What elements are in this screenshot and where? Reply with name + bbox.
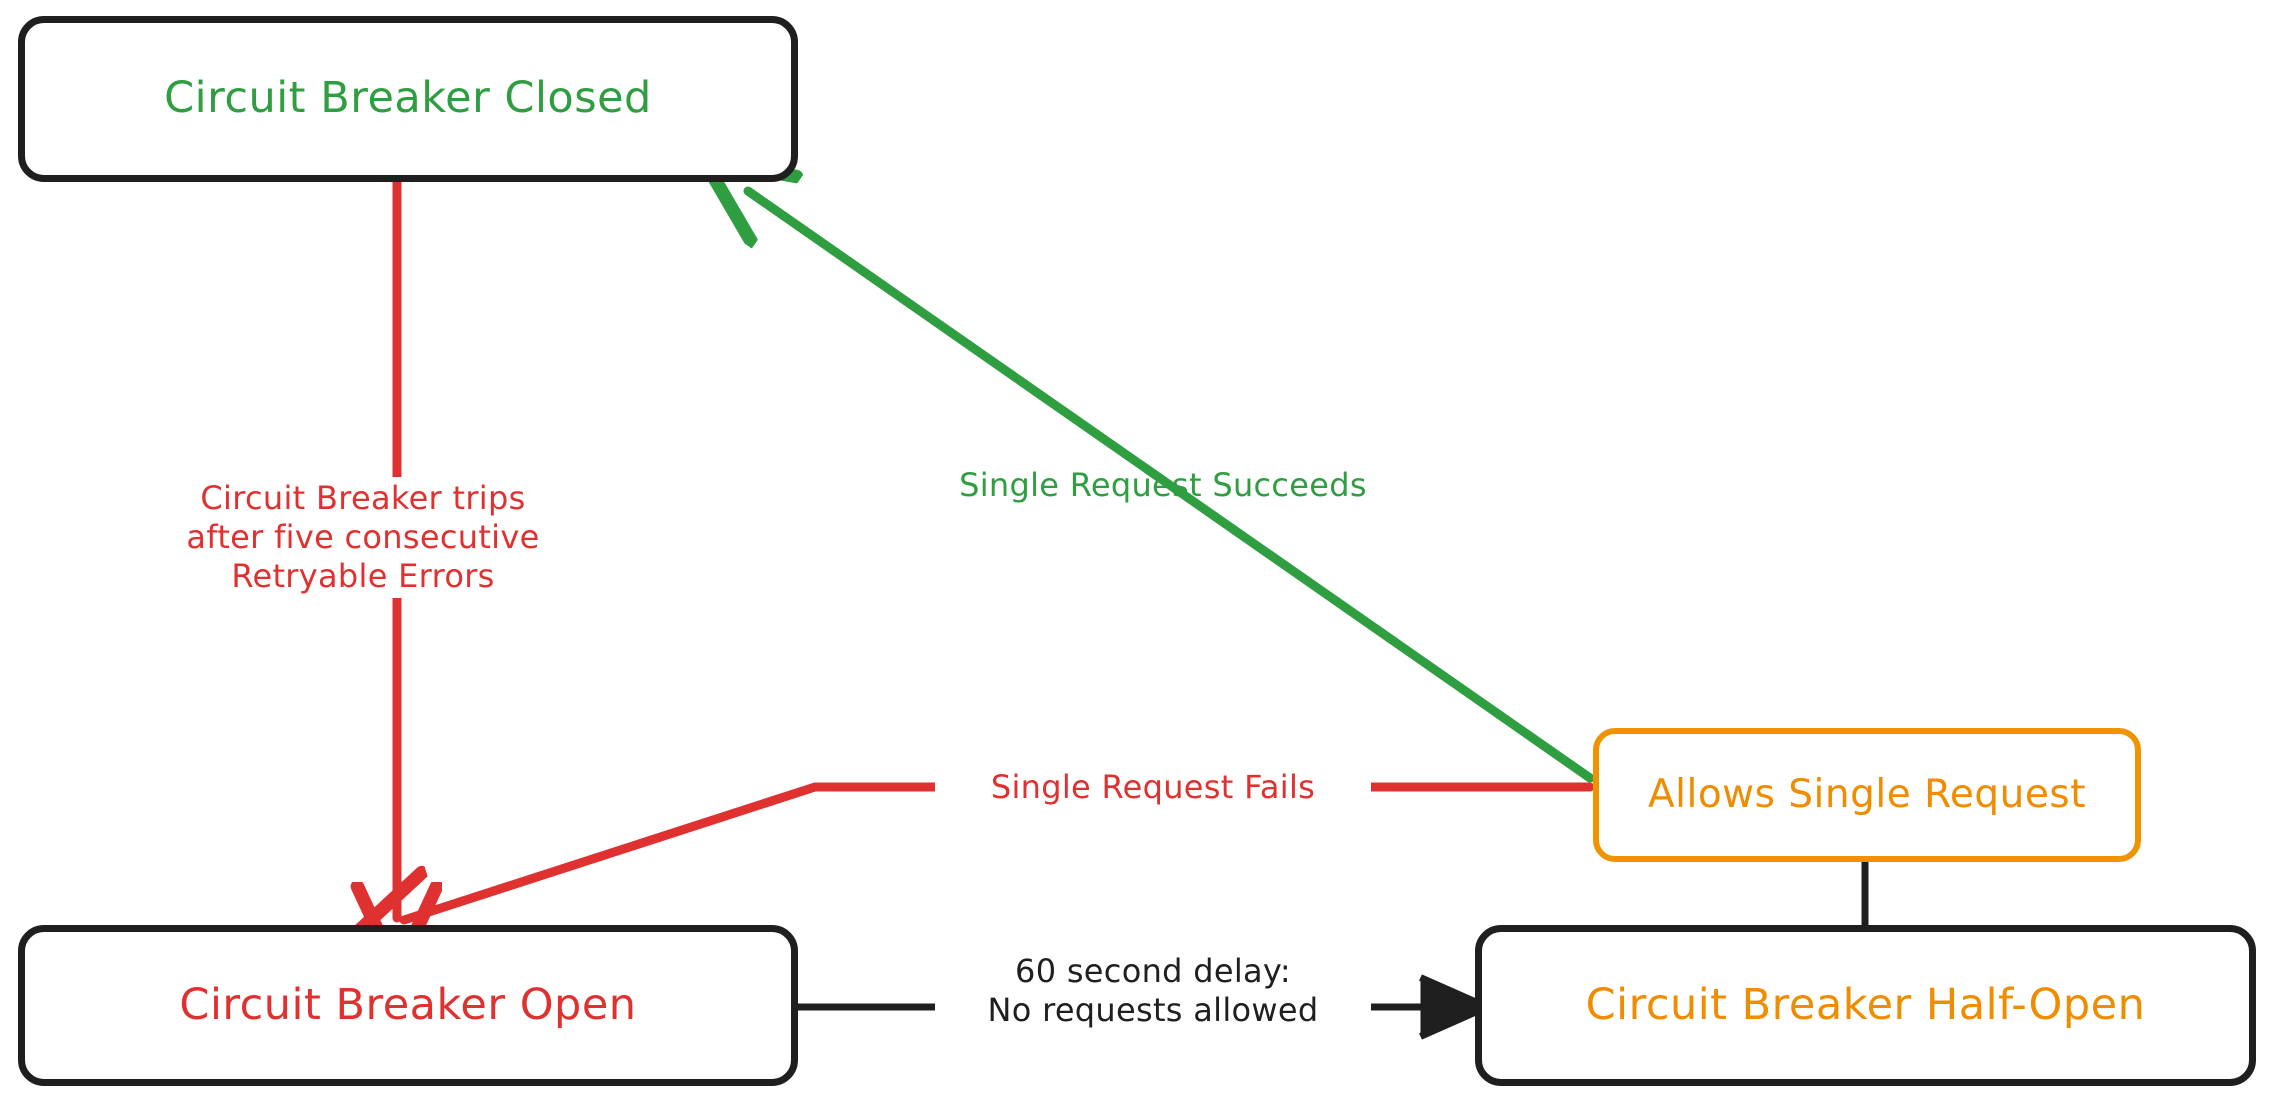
node-circuit-breaker-half-open[interactable]: Circuit Breaker Half-Open xyxy=(1475,925,2256,1086)
edge-label-allows-to-open: Single Request Fails xyxy=(935,766,1371,810)
node-label-closed: Circuit Breaker Closed xyxy=(164,73,652,124)
node-circuit-breaker-closed[interactable]: Circuit Breaker Closed xyxy=(18,16,798,182)
node-label-open: Circuit Breaker Open xyxy=(179,979,637,1030)
node-circuit-breaker-open[interactable]: Circuit Breaker Open xyxy=(18,925,798,1086)
node-label-allows-single-request: Allows Single Request xyxy=(1647,771,2087,817)
edge-label-closed-to-open: Circuit Breaker trips after five consecu… xyxy=(155,477,571,599)
edge-label-open-to-half-open: 60 second delay: No requests allowed xyxy=(935,950,1371,1033)
node-allows-single-request[interactable]: Allows Single Request xyxy=(1593,728,2141,862)
edge-label-allows-to-closed: Single Request Succeeds xyxy=(959,466,1367,504)
node-label-half-open: Circuit Breaker Half-Open xyxy=(1585,979,2146,1030)
